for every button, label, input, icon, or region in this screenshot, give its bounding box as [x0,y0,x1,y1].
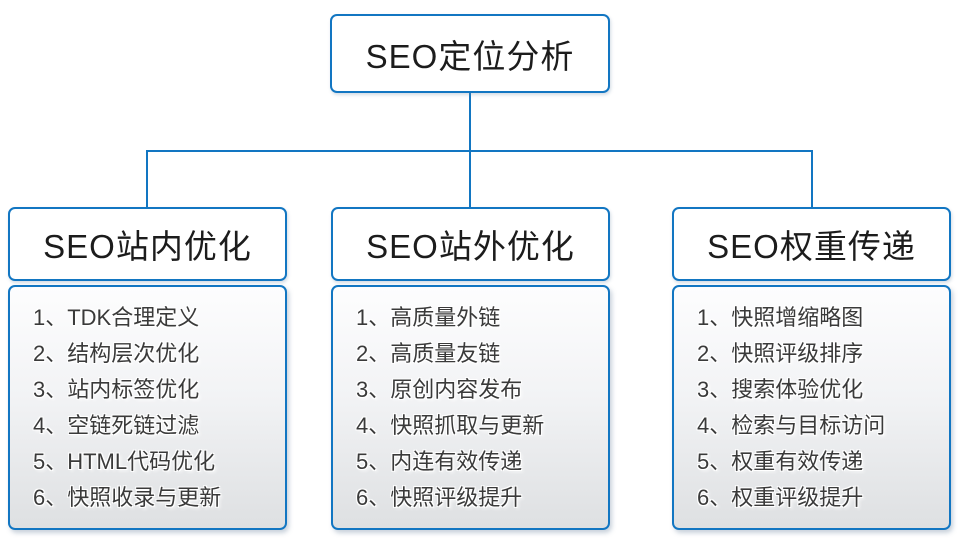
list-item: 4、空链死链过滤 [33,413,200,438]
list-item: 2、高质量友链 [356,341,501,366]
list-item: 3、搜索体验优化 [697,377,864,402]
column-weight-header: SEO权重传递 [672,207,951,281]
column-onsite-body: 1、TDK合理定义 2、结构层次优化 3、站内标签优化 4、空链死链过滤 5、H… [8,285,287,530]
list-item: 2、快照评级排序 [697,341,864,366]
column-onsite-list: 1、TDK合理定义 2、结构层次优化 3、站内标签优化 4、空链死链过滤 5、H… [10,300,285,516]
list-item: 5、HTML代码优化 [33,449,216,474]
list-item: 3、站内标签优化 [33,377,200,402]
list-item: 1、快照增缩略图 [697,305,864,330]
column-offsite-body: 1、高质量外链 2、高质量友链 3、原创内容发布 4、快照抓取与更新 5、内连有… [331,285,610,530]
list-item: 5、内连有效传递 [356,449,523,474]
connector-horizontal [146,150,813,152]
column-offsite-header: SEO站外优化 [331,207,610,281]
list-item: 6、权重评级提升 [697,485,864,510]
root-node-label: SEO定位分析 [365,37,575,75]
connector-right-vertical [811,151,813,208]
list-item: 4、检索与目标访问 [697,413,886,438]
column-offsite-header-label: SEO站外优化 [366,228,575,265]
column-offsite-list: 1、高质量外链 2、高质量友链 3、原创内容发布 4、快照抓取与更新 5、内连有… [333,300,608,516]
column-weight-body: 1、快照增缩略图 2、快照评级排序 3、搜索体验优化 4、检索与目标访问 5、权… [672,285,951,530]
list-item: 5、权重有效传递 [697,449,864,474]
list-item: 6、快照评级提升 [356,485,523,510]
list-item: 1、高质量外链 [356,305,501,330]
root-node: SEO定位分析 [330,14,610,93]
column-weight-list: 1、快照增缩略图 2、快照评级排序 3、搜索体验优化 4、检索与目标访问 5、权… [674,300,949,516]
list-item: 1、TDK合理定义 [33,305,200,330]
list-item: 3、原创内容发布 [356,377,523,402]
connector-left-vertical [146,151,148,208]
list-item: 2、结构层次优化 [33,341,200,366]
column-onsite-header-label: SEO站内优化 [43,228,252,265]
list-item: 4、快照抓取与更新 [356,413,545,438]
column-onsite-header: SEO站内优化 [8,207,287,281]
list-item: 6、快照收录与更新 [33,485,222,510]
column-weight-header-label: SEO权重传递 [707,228,916,265]
